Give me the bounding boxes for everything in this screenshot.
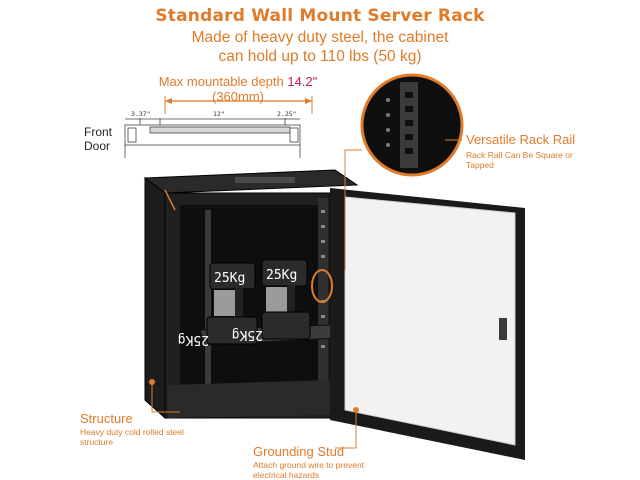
- top-view-diagram: [124, 118, 301, 158]
- front-door-line-2: Door: [84, 139, 111, 153]
- rail-callout-title: Versatile Rack Rail: [466, 132, 576, 147]
- weight-label-bottom-right: 25Kg: [232, 327, 263, 342]
- weight-label-top-right: 25Kg: [266, 268, 297, 283]
- weight-bottom-left: [206, 316, 258, 345]
- subtitle-line-1: Made of heavy duty steel, the cabinet: [191, 29, 449, 46]
- structure-marker: [149, 379, 155, 385]
- page-title: Standard Wall Mount Server Rack: [155, 6, 485, 26]
- weight-top-right: [261, 259, 308, 320]
- top-edge-marker: [164, 189, 176, 211]
- ground-marker: [353, 407, 359, 413]
- weight-top-left: [209, 262, 256, 323]
- dim-right: 2.25": [277, 110, 297, 118]
- front-door-line-1: Front: [84, 125, 113, 139]
- structure-leader-line: [151, 385, 180, 413]
- rail-callout-text: Rack Rail Can Be Square or Tapped: [466, 150, 573, 170]
- structure-callout-text: Heavy duty cold rolled steel structure: [80, 427, 184, 447]
- page-subtitle: Made of heavy duty steel, the cabinet ca…: [0, 28, 640, 66]
- depth-label-prefix: Max mountable depth: [158, 74, 288, 89]
- depth-metric: (360mm): [211, 89, 264, 104]
- door-lock: [499, 318, 507, 340]
- ground-leader-line: [335, 413, 357, 449]
- rail-leader-line: [344, 149, 362, 270]
- depth-arrow: [164, 96, 313, 114]
- ground-callout-title: Grounding Stud: [253, 444, 345, 459]
- rack-rail-zoom: [360, 73, 464, 177]
- weight-label-top-left: 25Kg: [214, 271, 245, 286]
- structure-callout-title: Structure: [80, 411, 133, 426]
- depth-label: Max mountable depth 14.2" (360mm): [138, 74, 338, 104]
- dim-left: 3.37": [131, 110, 151, 118]
- weight-label-bottom-left: 25Kg: [178, 332, 209, 347]
- glass-door: [330, 188, 525, 460]
- cabinet-body: [143, 169, 359, 420]
- depth-value: 14.2": [287, 74, 318, 89]
- rail-highlight-ring: [311, 269, 333, 303]
- subtitle-line-2: can hold up to 110 lbs (50 kg): [218, 48, 422, 65]
- dim-mid: 12": [213, 110, 225, 118]
- front-door-label: Front Door: [84, 125, 112, 153]
- weight-bottom-right: [261, 311, 311, 340]
- ground-callout-text: Attach ground wire to prevent electrical…: [253, 460, 365, 480]
